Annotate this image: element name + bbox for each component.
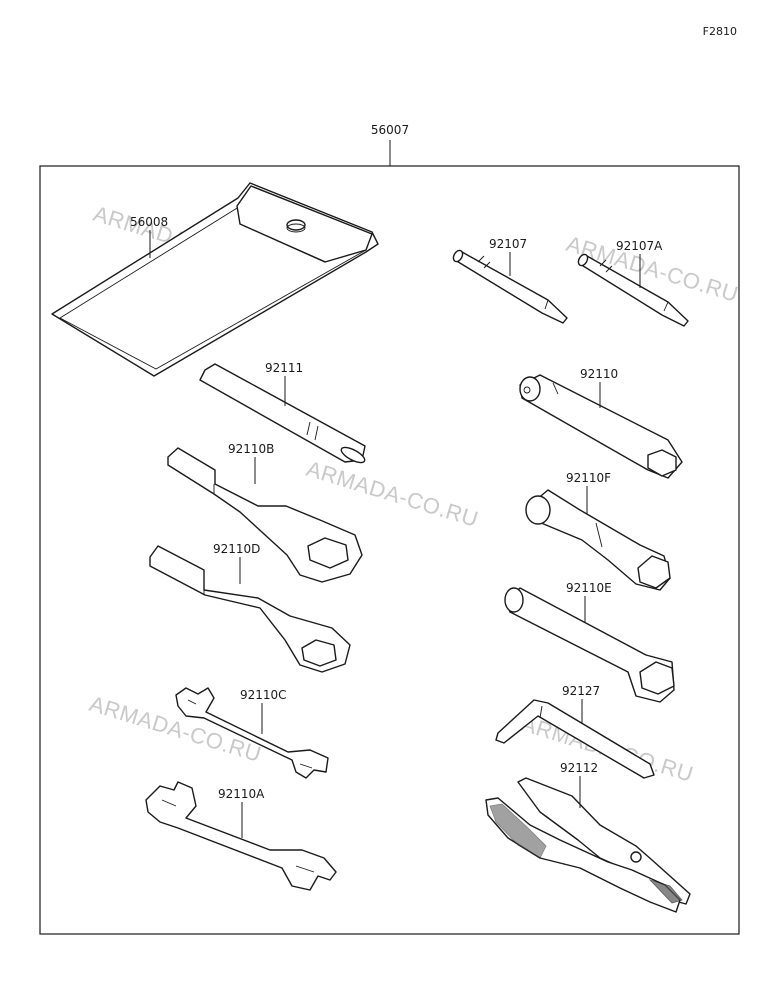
hex-key: [495, 699, 655, 779]
part-label-92110C: 92110C: [240, 688, 287, 702]
box-wrench: [519, 374, 683, 479]
part-label-92127: 92127: [562, 684, 600, 698]
offset-ring-wrench-d: [149, 545, 351, 673]
handle-bar: [199, 363, 366, 464]
open-end-wrench-c: [175, 687, 329, 779]
screwdriver-bit-a: [577, 253, 689, 327]
box-wrench-e: [504, 587, 675, 703]
offset-ring-wrench-b: [167, 447, 363, 583]
part-label-92110F: 92110F: [566, 471, 611, 485]
tool-pouch: [51, 182, 379, 377]
part-label-92110A: 92110A: [218, 787, 265, 801]
pliers: [485, 777, 691, 913]
part-label-56008: 56008: [130, 215, 168, 229]
open-end-wrench-a: [145, 781, 337, 891]
figure-code: F2810: [703, 25, 737, 38]
watermark-3: ARMADA-CO.RU: [304, 456, 482, 532]
part-label-92110E: 92110E: [566, 581, 612, 595]
part-label-92110: 92110: [580, 367, 618, 381]
screwdriver-bit: [452, 249, 568, 324]
assembly-label: 56007: [371, 123, 409, 137]
assembly-frame: [39, 165, 740, 935]
part-label-92107: 92107: [489, 237, 527, 251]
box-wrench-f: [525, 489, 671, 591]
part-label-92107A: 92107A: [616, 239, 663, 253]
part-label-92112: 92112: [560, 761, 598, 775]
part-label-92110D: 92110D: [213, 542, 260, 556]
part-label-92111: 92111: [265, 361, 303, 375]
part-label-92110B: 92110B: [228, 442, 274, 456]
